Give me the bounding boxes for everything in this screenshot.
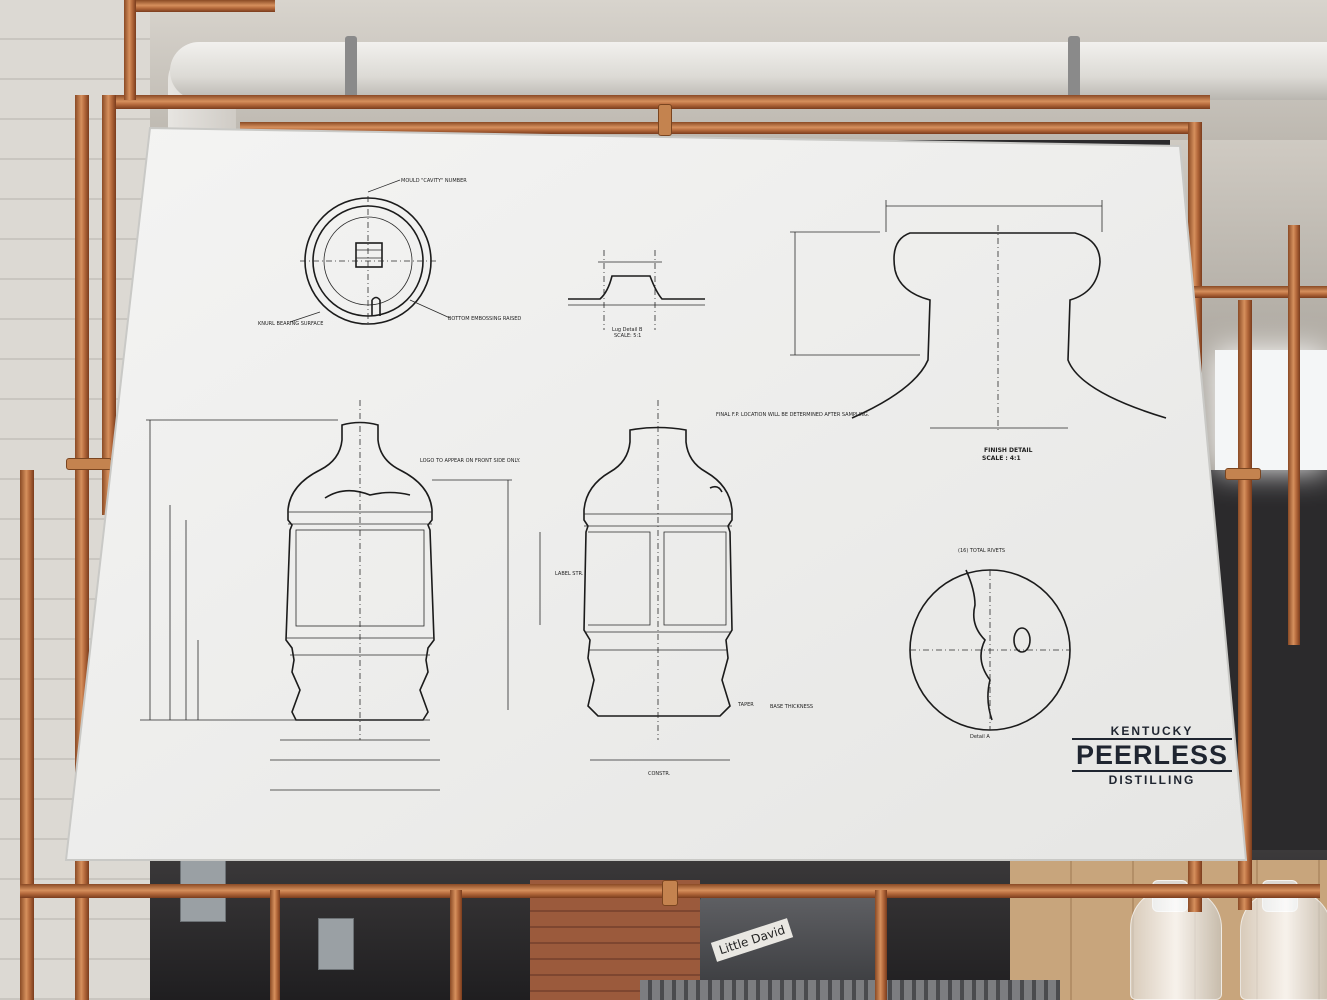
copper-pipe-far-right bbox=[1288, 225, 1300, 645]
finish-detail-title: FINISH DETAIL bbox=[984, 447, 1033, 454]
copper-pipe-top bbox=[110, 95, 1210, 109]
front-view-bottle bbox=[140, 400, 512, 791]
copper-pipe-drop bbox=[875, 890, 887, 1000]
lug-detail-label: Lug Detail B bbox=[612, 327, 643, 333]
ceiling-light bbox=[1215, 350, 1327, 470]
copper-pipe-left-inner bbox=[102, 95, 116, 515]
electrical-box bbox=[318, 918, 354, 970]
glass-bottle bbox=[1130, 888, 1222, 1000]
construction-label: CONSTR. bbox=[648, 771, 671, 777]
bottom-embossing-label: BOTTOM EMBOSSING RAISED bbox=[448, 316, 521, 322]
label-str-label: LABEL STR. bbox=[555, 571, 584, 577]
rivets-label: (16) TOTAL RIVETS bbox=[958, 548, 1005, 554]
detail-a-label: Detail A bbox=[970, 734, 990, 740]
copper-pipe-upper-vertical bbox=[124, 0, 136, 100]
copper-pipe-left-outer bbox=[20, 470, 34, 1000]
conveyor-belt bbox=[640, 980, 1060, 1000]
pipe-joint bbox=[662, 880, 678, 906]
base-thickness-label: BASE THICKNESS bbox=[770, 704, 813, 710]
final-fp-label: FINAL F.P. LOCATION WILL BE DETERMINED A… bbox=[716, 412, 870, 418]
bottom-view-drawing: MOULD "CAVITY" NUMBER KNURL BEARING SURF… bbox=[258, 178, 521, 327]
copper-pipe-second bbox=[240, 122, 1200, 134]
pipe-clamp bbox=[1068, 36, 1080, 106]
pipe-clamp bbox=[345, 36, 357, 106]
logo-line-kentucky: KENTUCKY bbox=[1110, 724, 1194, 738]
taper-label: TAPER bbox=[737, 702, 754, 708]
logo-line-peerless: PEERLESS bbox=[1072, 738, 1232, 772]
lug-detail-drawing: Lug Detail B SCALE: 5:1 bbox=[568, 250, 705, 339]
finish-detail-scale: SCALE : 4:1 bbox=[982, 455, 1021, 462]
white-pipe bbox=[170, 42, 1327, 100]
copper-pipe-upper bbox=[125, 0, 275, 12]
lug-scale-label: SCALE: 5:1 bbox=[614, 333, 641, 339]
brand-logo: KENTUCKY PEERLESS DISTILLING bbox=[1066, 724, 1238, 794]
copper-pipe-drop bbox=[270, 890, 280, 1000]
mould-cavity-label: MOULD "CAVITY" NUMBER bbox=[401, 178, 467, 184]
logo-front-label: LOGO TO APPEAR ON FRONT SIDE ONLY. bbox=[420, 458, 521, 464]
pipe-joint bbox=[1225, 468, 1261, 480]
logo-line-distilling: DISTILLING bbox=[1108, 773, 1196, 787]
detail-a-drawing bbox=[909, 569, 1071, 731]
poster-board bbox=[64, 126, 1248, 861]
copper-pipe-drop bbox=[450, 890, 462, 1000]
copper-pipe-right-outer bbox=[1238, 300, 1252, 910]
finish-detail-drawing bbox=[790, 200, 1167, 430]
knurl-label: KNURL BEARING SURFACE bbox=[258, 321, 323, 327]
pipe-joint bbox=[658, 104, 672, 136]
side-view-bottle bbox=[539, 400, 733, 761]
